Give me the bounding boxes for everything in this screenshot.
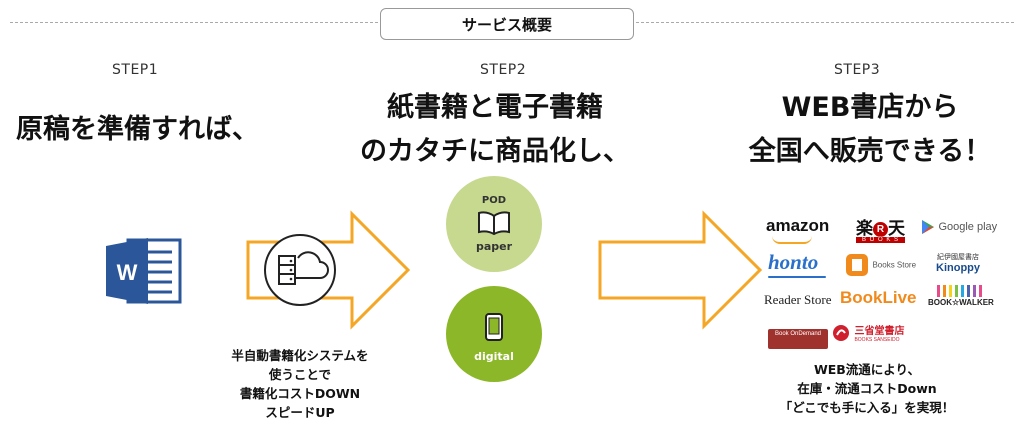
step2-label: STEP2 [480,62,527,78]
smartphone-icon [485,312,503,341]
step1-caption-line: 書籍化コストDOWN [239,386,361,401]
step1-caption: 半自動書籍化システムを 使うことで 書籍化コストDOWN スピードUP [200,346,400,422]
bookwalker-logo: BOOK☆WALKER [928,284,994,307]
step3-headline-line: 全国へ販売できる！ [748,136,992,167]
word-document-icon: W [106,238,182,304]
honto-logo: honto [768,250,826,278]
reader-store-logo: Reader Store [764,292,832,307]
step1-caption-line: 使うことで [268,367,332,382]
step3-caption-line: 在庫・流通コストDown [797,381,937,396]
kinoppy-logo: 紀伊國屋書店 Kinoppy [936,254,980,274]
digital-label: digital [474,349,514,363]
header-divider-right [636,22,1014,23]
books-store-logo: Books Store [846,254,916,276]
booklive-logo: BookLive [840,288,917,307]
step3-headline: WEB書店から 全国へ販売できる！ [730,86,1010,174]
books-store-icon [846,254,868,276]
step3-caption-line: WEB流通により、 [813,362,921,377]
book-on-demand-logo: Book OnDemand [768,322,828,349]
distribution-arrow [598,210,763,330]
step1-label: STEP1 [112,62,159,78]
paper-label: paper [475,240,513,253]
step1-caption-line: スピードUP [265,405,335,420]
step3-headline-line: WEB書店から [781,92,959,123]
bookwalker-icon [936,285,982,297]
step1-caption-line: 半自動書籍化システムを [231,348,369,363]
sanseido-icon [833,324,849,341]
amazon-logo: amazon [766,216,829,244]
sanseido-logo: 三省堂書店 BOOKS SANSEIDO [832,322,904,343]
step2-headline-line: 紙書籍と電子書籍 [387,92,603,123]
pod-label: POD [481,195,507,206]
step1-headline: 原稿を準備すれば、 [16,108,296,152]
step2-headline-line: のカタチに商品化し、 [360,136,630,167]
header-divider-left [10,22,378,23]
step1-headline-line: 原稿を準備すれば、 [16,114,259,145]
step3-label: STEP3 [834,62,881,78]
open-book-icon [478,211,510,236]
step2-headline: 紙書籍と電子書籍 のカタチに商品化し、 [345,86,645,174]
section-title: サービス概要 [380,8,634,40]
google-play-icon [922,219,934,234]
step3-caption: WEB流通により、 在庫・流通コストDown 「どこでも手に入る」を実現！ [752,360,982,417]
google-play-logo: Google play [922,218,997,236]
step3-caption-line: 「どこでも手に入る」を実現！ [779,400,955,415]
cloud-server-icon [264,234,336,306]
pod-paper-badge: POD paper [446,176,542,272]
digital-badge: digital [446,286,542,382]
svg-text:W: W [117,260,138,285]
